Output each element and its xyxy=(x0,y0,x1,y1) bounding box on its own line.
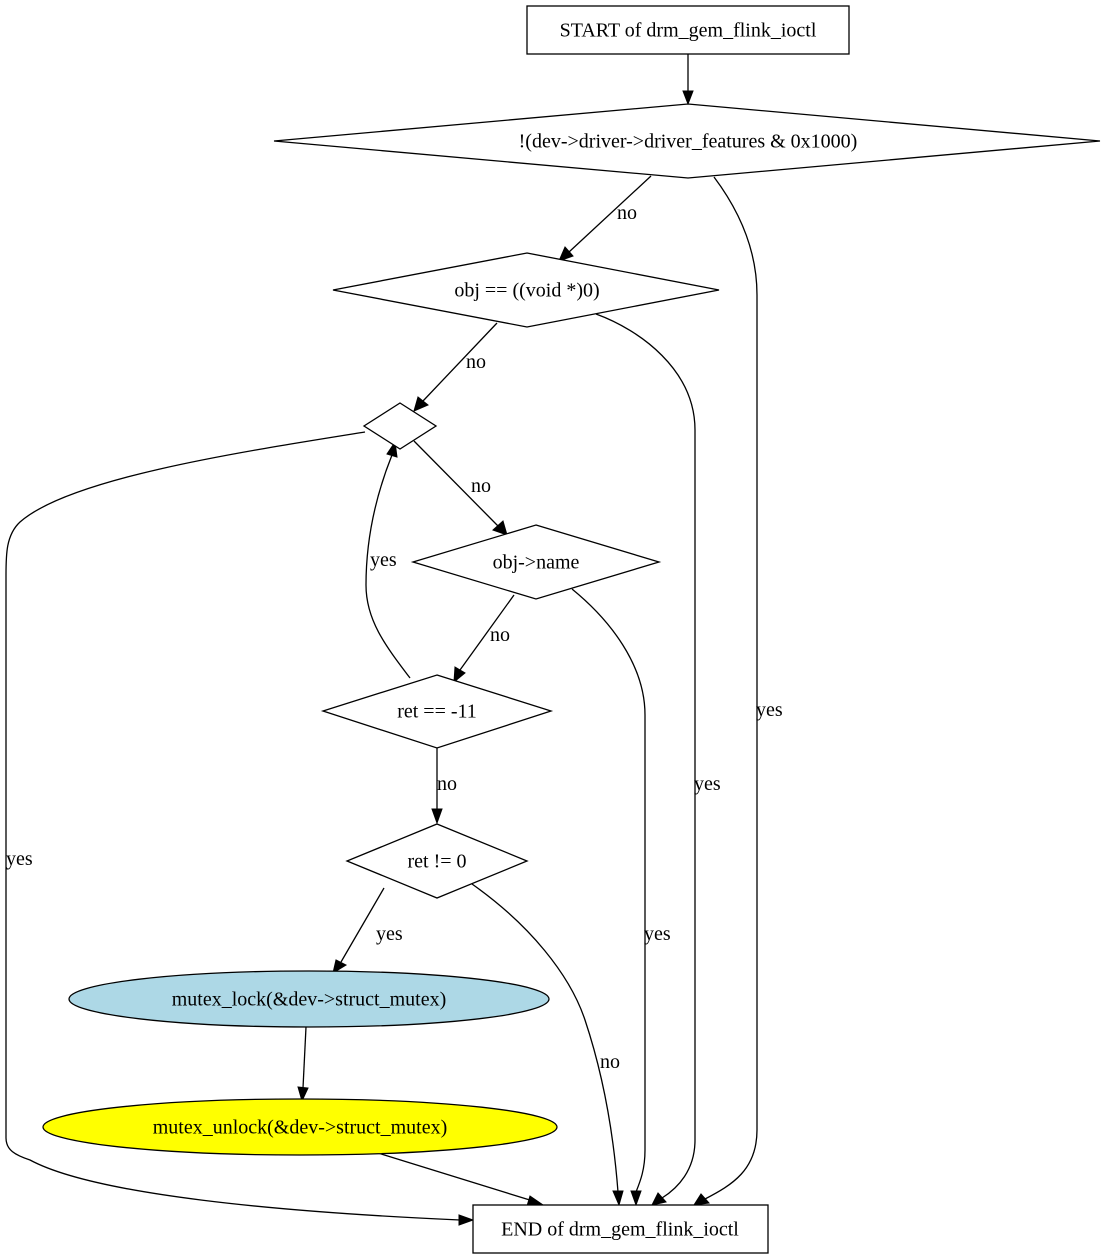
edge-label-objnull-yes: yes xyxy=(694,773,721,795)
end-node: END of drm_gem_flink_ioctl xyxy=(472,1204,769,1254)
mutex-lock-shape xyxy=(68,970,550,1028)
edge-label-eagain-yes: yes xyxy=(370,549,397,571)
start-node: START of drm_gem_flink_ioctl xyxy=(526,5,850,55)
end-node-label: END of drm_gem_flink_ioctl xyxy=(501,1219,739,1241)
edge-label-features-yes: yes xyxy=(756,699,783,721)
decision-obj-name: obj->name xyxy=(410,524,662,600)
mutex-unlock-node: mutex_unlock(&dev->struct_mutex) xyxy=(42,1098,558,1156)
edge-features-yes: yes xyxy=(693,176,783,1206)
start-node-label: START of drm_gem_flink_ioctl xyxy=(560,20,817,42)
decision-obj-name-label: obj->name xyxy=(493,552,580,574)
edge-label-objnull-no: no xyxy=(466,351,486,373)
decision-obj-null: obj == ((void *)0) xyxy=(332,252,720,328)
edge-label-features-no: no xyxy=(617,202,637,224)
edge-loop-yes: yes xyxy=(5,431,475,1226)
edge-nonzero-yes: yes xyxy=(332,887,403,975)
decision-ret-eagain: ret == -11 xyxy=(320,674,554,749)
decision-loop xyxy=(362,402,438,450)
mutex-unlock-shape xyxy=(42,1098,558,1156)
edge-objnull-no: no xyxy=(413,322,498,412)
decision-ret-eagain-label: ret == -11 xyxy=(397,701,477,723)
edge-lock-to-unlock xyxy=(297,1026,309,1103)
mutex-unlock-label: mutex_unlock(&dev->struct_mutex) xyxy=(153,1117,448,1139)
edge-label-loop-no: no xyxy=(471,475,491,497)
mutex-lock-label: mutex_lock(&dev->struct_mutex) xyxy=(172,989,447,1011)
decision-ret-nonzero: ret != 0 xyxy=(345,823,529,899)
edge-label-loop-yes: yes xyxy=(6,848,33,870)
decision-ret-nonzero-label: ret != 0 xyxy=(407,851,466,873)
edge-nonzero-no: no xyxy=(471,883,624,1207)
edge-label-nonzero-yes: yes xyxy=(376,923,403,945)
edge-unlock-to-end xyxy=(377,1152,545,1207)
mutex-lock-node: mutex_lock(&dev->struct_mutex) xyxy=(68,970,550,1028)
decision-driver-features-label: !(dev->driver->driver_features & 0x1000) xyxy=(519,131,858,153)
edge-objnull-yes: yes xyxy=(595,313,721,1206)
edge-loop-no: no xyxy=(413,440,508,536)
edge-objname-yes: yes xyxy=(571,588,671,1207)
edge-eagain-no: no xyxy=(431,748,457,825)
edge-label-objname-yes: yes xyxy=(644,923,671,945)
edge-eagain-yes: yes xyxy=(365,440,411,679)
edge-label-objname-no: no xyxy=(490,624,510,646)
edge-start-to-features xyxy=(682,54,694,106)
edge-objname-no: no xyxy=(453,594,515,684)
decision-obj-null-label: obj == ((void *)0) xyxy=(454,280,599,302)
edge-label-eagain-no: no xyxy=(437,773,457,795)
edge-label-nonzero-no: no xyxy=(600,1051,620,1073)
decision-driver-features: !(dev->driver->driver_features & 0x1000) xyxy=(273,103,1101,179)
edge-features-no: no xyxy=(558,175,652,262)
